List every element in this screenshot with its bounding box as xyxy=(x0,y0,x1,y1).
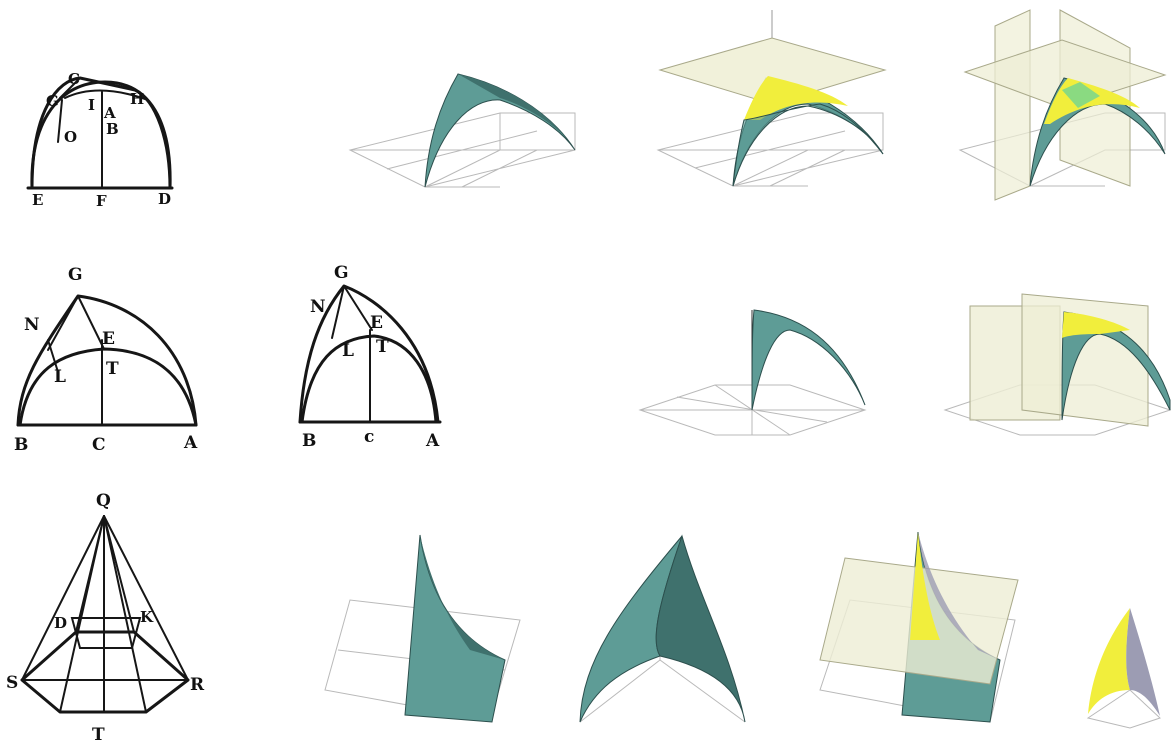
label-B: B xyxy=(14,435,28,455)
label-T: T xyxy=(376,337,389,357)
label-D: D xyxy=(158,190,171,208)
model-row1-plane xyxy=(656,10,887,187)
model-row3-small xyxy=(1086,608,1161,729)
label-D: D xyxy=(54,614,67,632)
historical-sketch-cross-vault: C G H I A O B E F D xyxy=(26,70,174,210)
label-N: N xyxy=(310,297,326,317)
model-row1-multiplane xyxy=(958,9,1167,201)
label-R: R xyxy=(190,675,205,695)
label-L: L xyxy=(54,367,66,387)
historical-sketch-spire: Q D K S R T xyxy=(6,491,205,745)
label-T: T xyxy=(106,359,119,379)
label-A: A xyxy=(425,431,440,451)
label-Q: Q xyxy=(96,491,111,511)
model-row3-plane xyxy=(819,531,1019,723)
label-c: c xyxy=(364,427,374,447)
label-H: H xyxy=(130,90,144,108)
label-K: K xyxy=(140,608,154,626)
label-A: A xyxy=(103,104,116,122)
label-C: C xyxy=(68,70,80,88)
historical-sketch-pointed-arch-wide: G N E L T B C A xyxy=(14,265,198,455)
model-row2-surface xyxy=(638,309,867,436)
label-N: N xyxy=(24,315,40,335)
label-T: T xyxy=(92,725,105,745)
label-A: A xyxy=(183,433,198,453)
model-row2-planes xyxy=(943,293,1171,436)
label-C: C xyxy=(92,435,106,455)
historical-sketch-pointed-arch-narrow: G N E L T B c A xyxy=(298,263,442,451)
label-O: O xyxy=(64,128,77,146)
label-B: B xyxy=(106,120,119,138)
model-row3-panel xyxy=(324,534,521,723)
label-E: E xyxy=(102,329,115,349)
model-row3-pointed xyxy=(579,534,746,723)
label-B: B xyxy=(302,431,316,451)
label-G: G xyxy=(334,263,349,283)
label-L: L xyxy=(342,341,354,361)
label-F: F xyxy=(96,192,107,210)
model-row1-surface xyxy=(348,73,576,188)
label-S: S xyxy=(6,673,18,693)
label-G: G xyxy=(68,265,83,285)
label-E: E xyxy=(370,313,383,333)
label-E: E xyxy=(32,191,43,209)
label-G: G xyxy=(46,92,59,110)
label-I: I xyxy=(88,96,95,114)
